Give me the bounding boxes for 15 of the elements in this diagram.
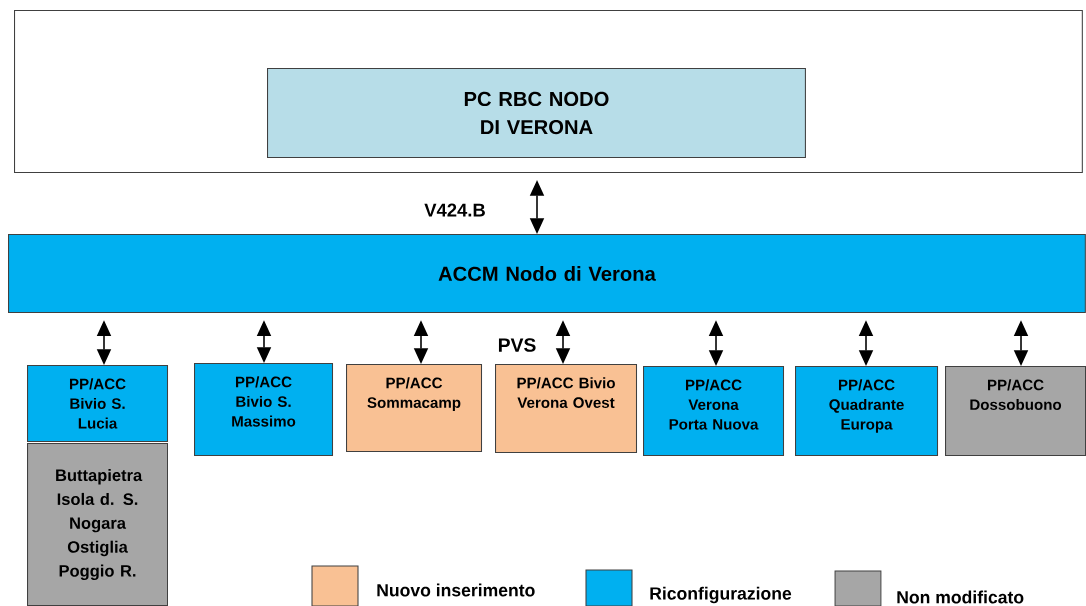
station-box: PP/ACC Bivio S. Lucia: [27, 365, 169, 443]
interface-label: PVS: [498, 338, 536, 352]
station-box: PP/ACC Dossobuono: [945, 366, 1086, 457]
station-box: PP/ACC Quadrante Europa: [795, 366, 939, 457]
legend-label: Nuovo inserimento: [377, 583, 535, 597]
station-box: PP/ACC Bivio Verona Ovest: [495, 364, 638, 454]
interlocking-band: ACCM Nodo di Verona: [8, 234, 1086, 314]
station-box: PP/ACC Verona Porta Nuova: [643, 366, 785, 457]
server-box: PC RBC NODO DI VERONA: [267, 68, 806, 159]
legend-label: Non modificato: [897, 590, 1024, 604]
station-list-box: Buttapietra Isola d. S. Nogara Ostiglia Poggio R.: [27, 443, 169, 606]
station-box: PP/ACC Bivio S. Massimo: [194, 363, 334, 457]
station-box: PP/ACC Sommacamp: [346, 364, 483, 453]
legend-label: Riconfigurazione: [650, 586, 792, 604]
edge-label: V424.B: [424, 203, 485, 217]
